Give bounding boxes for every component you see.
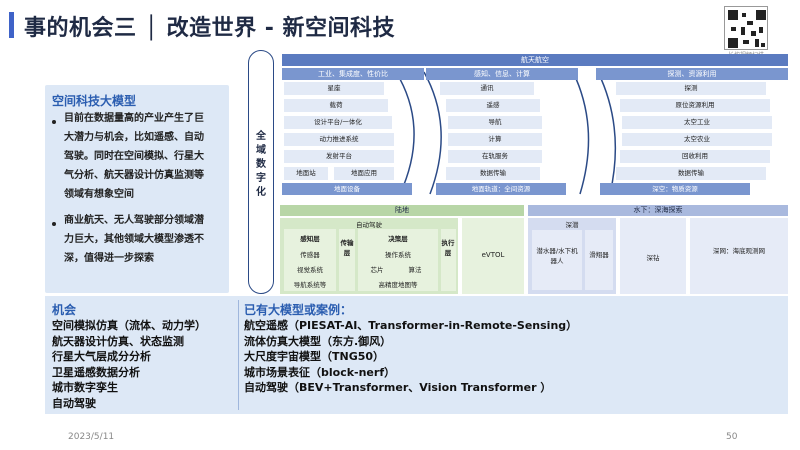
- perception-item: 视觉系统: [297, 266, 323, 274]
- opportunities-list: 空间模拟仿真（流体、动力学） 航天器设计仿真、状态监测 行星大气层成分分析 卫星…: [52, 318, 206, 411]
- col2-cell: 遥感: [446, 99, 540, 112]
- decision-box: [358, 229, 438, 291]
- opportunity-item: 航天器设计仿真、状态监测: [52, 334, 184, 348]
- left-panel: [45, 85, 229, 293]
- sea-item: 滑翔器: [589, 251, 609, 259]
- title-accent-bar: [9, 12, 14, 38]
- col1-cell: 星座: [284, 82, 384, 95]
- slide-date: 2023/5/11: [68, 432, 115, 442]
- opportunity-item: 自动驾驶: [52, 396, 96, 410]
- evtol-box: [462, 218, 524, 294]
- side-label: 全域数字化: [256, 131, 266, 198]
- col1-cell: 发射平台: [284, 150, 394, 163]
- execution-label: 执行层: [441, 239, 455, 257]
- decision-title: 决策层: [388, 235, 408, 243]
- bullet-1-line: 驾驶。同时在空间模拟、行星大: [64, 151, 204, 162]
- page-title: 事的机会三 │ 改造世界 - 新空间科技: [24, 16, 396, 41]
- col1-cell: 设计平台/一体化: [284, 116, 392, 129]
- side-label-frame: [248, 50, 274, 294]
- sea-item-box: [585, 230, 613, 290]
- bullet-1-line: 目前在数据量高的产业产生了巨: [64, 113, 204, 124]
- decision-item: 操作系统: [385, 251, 411, 259]
- sea-item: 深钻: [646, 254, 660, 262]
- land-bar: 陆地: [280, 205, 524, 216]
- bullet-1-line: 大潜力与机会，比如遥感、自动: [64, 132, 204, 143]
- col3-footer: 深空：物质资源: [600, 183, 750, 195]
- aerospace-bar: 航天航空: [282, 54, 788, 66]
- bullet-2: 商业航天、无人驾驶部分领域潜 力巨大，其他领域大模型渗透不 深，值得进一步探索: [64, 211, 204, 268]
- sea-item-box: [690, 218, 788, 294]
- col3-header: 探测、资源利用: [596, 68, 788, 80]
- opportunity-item: 行星大气层成分分析: [52, 350, 151, 363]
- case-item: 航空遥感（PIESAT-AI、Transformer-in-Remote-Sen…: [244, 319, 578, 332]
- orbit-arcs: [395, 71, 617, 195]
- sea-item: 潜水器/水下机器人: [536, 247, 578, 265]
- sea-item-box: [532, 230, 582, 290]
- col1-footer: 地面设备: [282, 183, 412, 195]
- col3-cell: 太空农业: [622, 133, 772, 146]
- bullet-2-line: 力巨大，其他领域大模型渗透不: [64, 234, 204, 245]
- decision-item: 高精度地图等: [378, 281, 418, 289]
- bullet-2-line: 商业航天、无人驾驶部分领域潜: [64, 215, 204, 226]
- bullet-1: 目前在数据量高的产业产生了巨 大潜力与机会，比如遥感、自动 驾驶。同时在空间模拟…: [64, 109, 204, 204]
- col3-cell: 太空工业: [622, 116, 772, 129]
- bullet-dot: [52, 222, 56, 226]
- col2-cell: 数据传输: [446, 167, 540, 180]
- shallow-label: 深潜: [565, 221, 579, 229]
- qr-code-icon: [724, 6, 768, 50]
- opportunity-item: 空间模拟仿真（流体、动力学）: [52, 319, 206, 332]
- perception-item: 传感器: [300, 251, 320, 259]
- sea-bar: 水下：深海探索: [528, 205, 788, 216]
- perception-item: 导航系统等: [293, 281, 327, 289]
- col1-cell: 载荷: [284, 99, 388, 112]
- cases-heading: 已有大模型或案例：: [244, 303, 353, 317]
- perception-box: [284, 229, 336, 291]
- col2-cell: 导航: [448, 116, 542, 129]
- col3-cell: 数据传输: [616, 167, 766, 180]
- col2-footer: 地面轨道：全间资源: [436, 183, 566, 195]
- transport-label: 传输层: [340, 239, 354, 257]
- opportunity-item: 城市数字孪生: [52, 381, 118, 394]
- sea-item-box: [620, 218, 686, 294]
- transport-box: [339, 229, 355, 291]
- page-number: 50: [726, 432, 738, 442]
- col1-cell: 地面站: [284, 167, 328, 180]
- left-panel-heading: 空间科技大模型: [52, 94, 137, 108]
- col3-cell: 原位资源利用: [620, 99, 770, 112]
- bullet-2-line: 深，值得进一步探索: [64, 253, 154, 264]
- col2-header: 感知、信息、计算: [426, 68, 578, 80]
- case-item: 城市场景表征（block-nerf）: [244, 365, 396, 379]
- col2-cell: 在轨服务: [448, 150, 542, 163]
- case-item: 自动驾驶（BEV+Transformer、Vision Transformer …: [244, 381, 552, 394]
- col3-cell: 回收利用: [620, 150, 770, 163]
- evtol-label: eVTOL: [481, 251, 505, 259]
- col3-cell: 探测: [616, 82, 766, 95]
- col1-cell: 动力推进系统: [284, 133, 394, 146]
- col2-cell: 计算: [448, 133, 542, 146]
- opportunities-heading: 机会: [52, 303, 77, 317]
- col1-cell: 地面应用: [334, 167, 394, 180]
- perception-title: 感知层: [300, 235, 320, 243]
- case-item: 流体仿真大模型（东方.御风）: [244, 334, 392, 348]
- bullet-1-line: 领域有想象空间: [64, 189, 134, 200]
- cases-list: 航空遥感（PIESAT-AI、Transformer-in-Remote-Sen…: [244, 318, 577, 396]
- bullet-1-line: 气分析、航天器设计仿真监测等: [64, 170, 204, 181]
- case-item: 大尺度宇宙模型（TNG50）: [244, 350, 385, 363]
- autodrive-label: 自动驾驶: [356, 221, 382, 229]
- decision-item: 芯片: [370, 266, 384, 274]
- bottom-panel: [45, 296, 788, 414]
- decision-item: 算法: [408, 266, 422, 274]
- sea-item: 深网：海底观测网: [713, 247, 765, 255]
- execution-box: [441, 229, 456, 291]
- col1-header: 工业、集成度、性价比: [282, 68, 424, 80]
- opportunity-item: 卫星遥感数据分析: [52, 365, 140, 379]
- col2-cell: 通讯: [440, 82, 534, 95]
- bullet-dot: [52, 120, 56, 124]
- bottom-divider: [238, 300, 239, 410]
